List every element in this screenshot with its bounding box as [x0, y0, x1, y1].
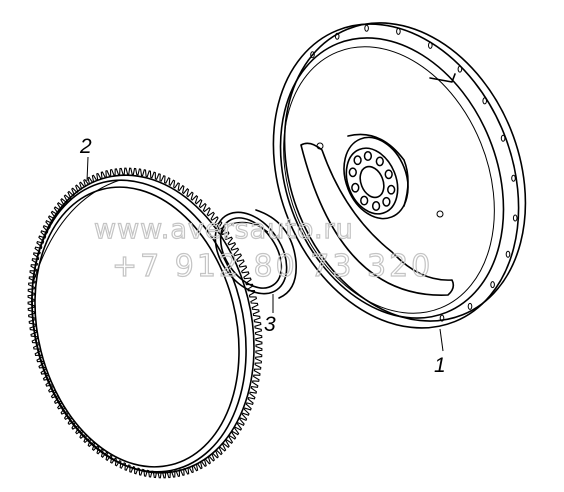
flywheel-outer-rim [272, 23, 520, 329]
rim-hole [396, 27, 401, 35]
rim-hole [428, 41, 433, 49]
bushing-rim-inner [219, 217, 283, 289]
rim-hole [467, 302, 473, 310]
hub-bolt-hole [363, 151, 373, 161]
flywheel-hub-bore [359, 165, 385, 199]
hub-bolt-hole [348, 167, 357, 178]
ring-gear-inner-edge-back [34, 186, 240, 468]
rim-hole [511, 174, 516, 182]
rim-hole [512, 214, 518, 222]
callout-2: 2 [79, 135, 92, 182]
flywheel-crescent-recess [300, 142, 455, 296]
rim-hole [439, 314, 445, 322]
flywheel-small-hole [316, 142, 324, 150]
hub-bolt-hole [382, 196, 391, 207]
hub-bolt-hole [351, 182, 360, 193]
bushing [214, 209, 297, 299]
ring-gear-inner-edge-front [31, 179, 247, 473]
rim-hole [482, 97, 488, 105]
hub-bolt-hole [360, 195, 369, 206]
ring-gear-face-line [33, 179, 121, 281]
rim-hole [505, 250, 511, 258]
bushing-inner-wall [230, 221, 269, 233]
callout-label-1: 1 [434, 354, 446, 377]
rim-hole [310, 51, 315, 59]
hub-bolt-hole [387, 184, 396, 195]
callout-1: 1 [434, 328, 446, 377]
flywheel [272, 22, 527, 329]
flywheel-hub-shoulder [347, 133, 409, 207]
watermark: www.aversauto.ru +7 912 80 73 320 [93, 213, 433, 284]
rim-hole [500, 134, 506, 142]
ring-gear-root-edge [31, 174, 255, 474]
ring-gear [27, 167, 263, 479]
flywheel-rear-rim [283, 22, 527, 322]
leader-line-1 [439, 328, 444, 352]
rim-hole [334, 32, 340, 40]
callout-label-3: 3 [264, 313, 276, 336]
hub-bolt-hole [375, 156, 384, 167]
flywheel-hub-bolt-holes [348, 151, 396, 211]
callout-label-2: 2 [79, 135, 92, 158]
flywheel-rim-holes [310, 24, 518, 322]
hub-bolt-hole [371, 201, 381, 211]
hub-bolt-hole [353, 155, 362, 166]
hub-bolt-hole [384, 169, 393, 180]
rim-hole [490, 281, 495, 289]
watermark-phone: +7 912 80 73 320 [112, 249, 433, 284]
rim-hole [457, 65, 463, 73]
flywheel-small-hole-right [436, 210, 444, 218]
flywheel-face-edge [279, 37, 505, 319]
bushing-outer-shell [255, 209, 297, 299]
watermark-site: www.aversauto.ru [94, 214, 354, 245]
rim-hole [364, 24, 369, 32]
flywheel-face-inner-ring [283, 46, 495, 314]
callout-3: 3 [264, 294, 276, 336]
flywheel-hub-bolt-circle [345, 147, 399, 215]
bushing-rim-outer [214, 211, 288, 295]
flywheel-hub-boss [343, 136, 409, 220]
flywheel-timing-notch [429, 73, 456, 83]
leader-line-2 [86, 156, 89, 182]
